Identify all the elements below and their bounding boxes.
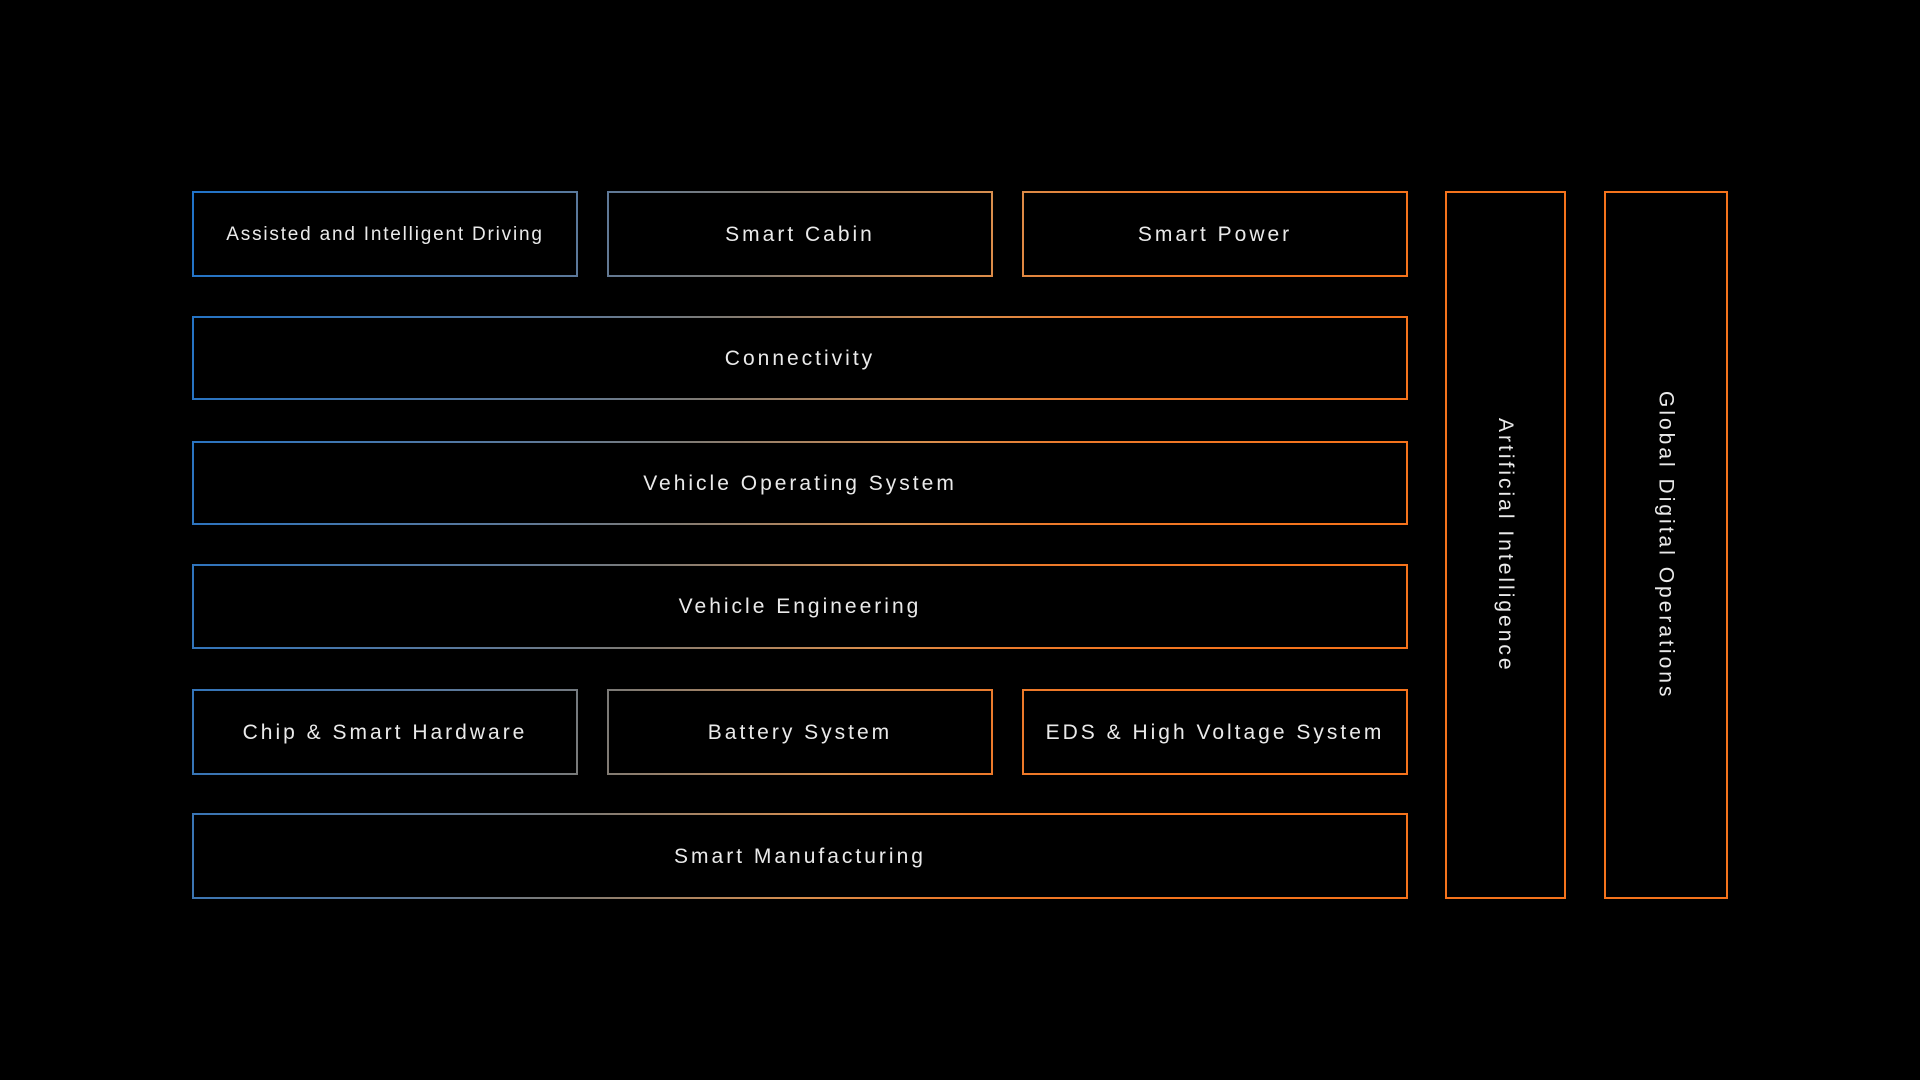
box-smart-manufacturing: Smart Manufacturing bbox=[192, 813, 1408, 899]
column-label: Artificial Intelligence bbox=[1494, 417, 1517, 673]
column-artificial-intelligence: Artificial Intelligence bbox=[1445, 191, 1566, 899]
box-label: Vehicle Engineering bbox=[678, 595, 922, 618]
box-label: Battery System bbox=[707, 720, 893, 744]
box-eds-high-voltage-system: EDS & High Voltage System bbox=[1022, 689, 1408, 775]
box-fill: EDS & High Voltage System bbox=[1024, 691, 1406, 773]
box-label: Smart Manufacturing bbox=[674, 844, 926, 868]
box-fill: Smart Manufacturing bbox=[194, 815, 1406, 897]
box-connectivity: Connectivity bbox=[192, 316, 1408, 400]
box-label: Vehicle Operating System bbox=[643, 471, 957, 495]
box-fill: Smart Cabin bbox=[609, 193, 991, 275]
box-vehicle-engineering: Vehicle Engineering bbox=[192, 564, 1408, 649]
box-chip-smart-hardware: Chip & Smart Hardware bbox=[192, 689, 578, 775]
column-label: Global Digital Operations bbox=[1654, 390, 1678, 700]
box-label: Smart Cabin bbox=[725, 222, 875, 246]
box-label: Assisted and Intelligent Driving bbox=[226, 223, 544, 245]
box-fill: Connectivity bbox=[194, 318, 1406, 398]
box-battery-system: Battery System bbox=[607, 689, 993, 775]
box-fill: Global Digital Operations bbox=[1606, 193, 1726, 897]
box-assisted-and-intelligent-driving: Assisted and Intelligent Driving bbox=[192, 191, 578, 277]
box-fill: Smart Power bbox=[1024, 193, 1406, 275]
box-fill: Vehicle Operating System bbox=[194, 443, 1406, 523]
box-smart-cabin: Smart Cabin bbox=[607, 191, 993, 277]
column-global-digital-operations: Global Digital Operations bbox=[1604, 191, 1728, 899]
box-smart-power: Smart Power bbox=[1022, 191, 1408, 277]
box-label: EDS & High Voltage System bbox=[1045, 720, 1385, 744]
box-fill: Chip & Smart Hardware bbox=[194, 691, 576, 773]
box-label: Smart Power bbox=[1137, 222, 1293, 246]
box-fill: Artificial Intelligence bbox=[1447, 193, 1564, 897]
box-fill: Battery System bbox=[609, 691, 991, 773]
box-label: Chip & Smart Hardware bbox=[242, 720, 528, 744]
box-fill: Assisted and Intelligent Driving bbox=[194, 193, 576, 275]
box-fill: Vehicle Engineering bbox=[194, 566, 1406, 647]
box-vehicle-operating-system: Vehicle Operating System bbox=[192, 441, 1408, 525]
box-label: Connectivity bbox=[724, 346, 876, 370]
